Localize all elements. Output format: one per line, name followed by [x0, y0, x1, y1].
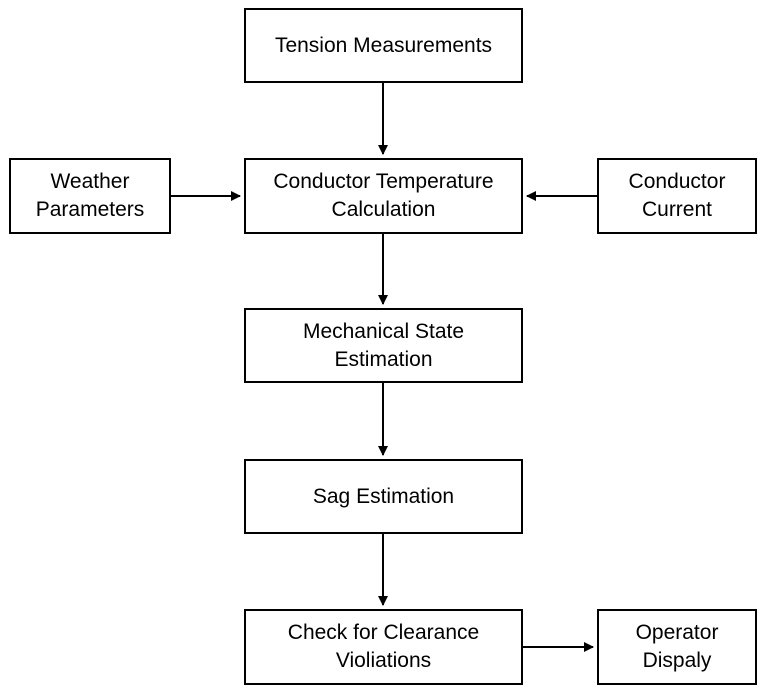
- node-label: Tension Measurements: [274, 33, 493, 57]
- node-weather-parameters: Weather Parameters: [9, 158, 171, 234]
- node-label: Conductor Temperature Calculation: [273, 170, 494, 221]
- node-label: Check for Clearance Violiations: [287, 621, 480, 672]
- node-clearance-check: Check for Clearance Violiations: [244, 609, 523, 685]
- node-mechanical-state-estimation: Mechanical State Estimation: [244, 308, 523, 383]
- node-label: Sag Estimation: [312, 484, 455, 508]
- node-label: Weather Parameters: [35, 170, 145, 221]
- node-sag-estimation: Sag Estimation: [244, 459, 523, 534]
- node-label: Operator Dispaly: [635, 621, 719, 672]
- node-conductor-temperature-calculation: Conductor Temperature Calculation: [244, 158, 523, 234]
- node-operator-display: Operator Dispaly: [597, 609, 757, 685]
- node-label: Conductor Current: [628, 170, 726, 221]
- node-conductor-current: Conductor Current: [597, 158, 757, 234]
- node-label: Mechanical State Estimation: [302, 319, 465, 371]
- node-tension-measurements: Tension Measurements: [244, 8, 523, 83]
